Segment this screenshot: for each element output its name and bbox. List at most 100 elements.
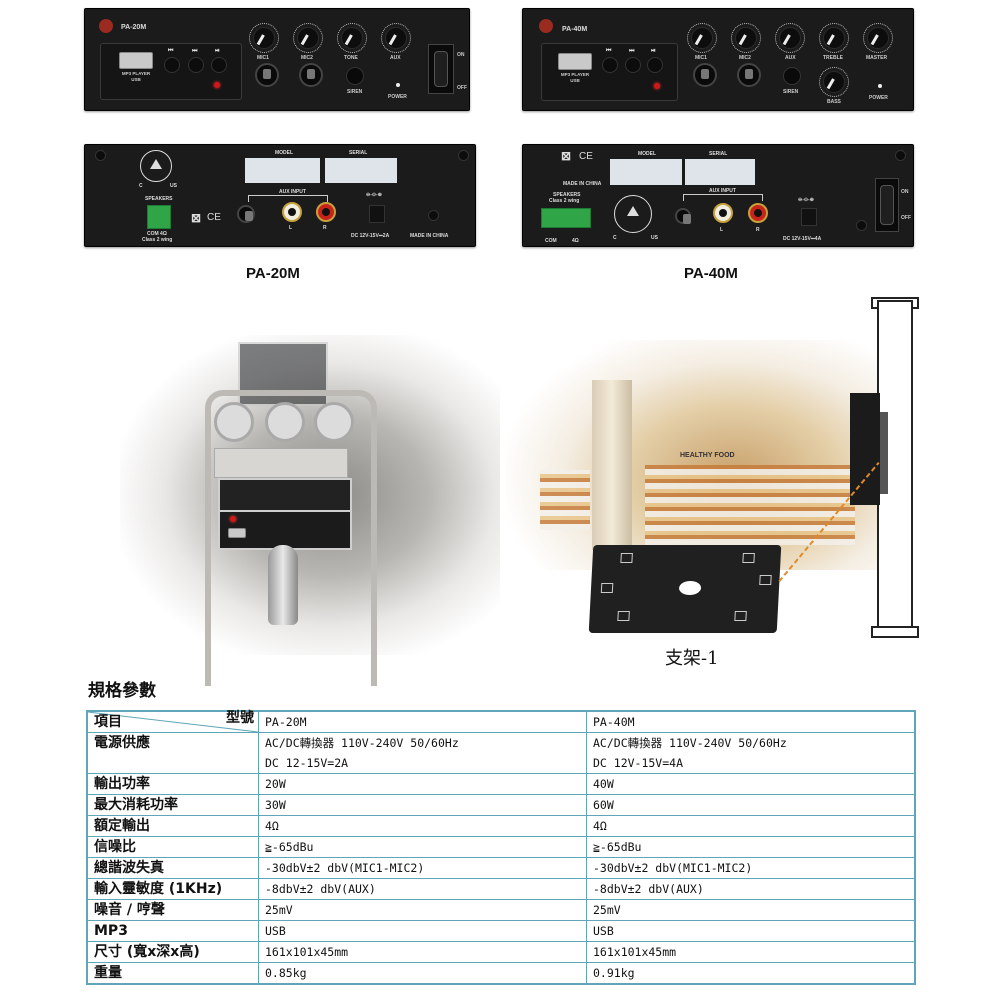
mic1-knob[interactable] [253, 27, 275, 49]
header-model: 型號 [226, 710, 254, 726]
power-switch[interactable] [875, 178, 899, 232]
car-glovebox [214, 448, 348, 478]
treble-knob[interactable] [823, 27, 845, 49]
aux-mini-jack[interactable] [237, 205, 255, 223]
brand-logo-icon [99, 19, 113, 33]
play-pause-button[interactable] [211, 57, 227, 73]
mic2-jack[interactable] [737, 63, 761, 87]
row-key: 信噪比 [86, 836, 259, 858]
row-value-pa20m: 0.85kg [258, 962, 587, 985]
mic2-knob[interactable] [735, 27, 757, 49]
cert-us: US [170, 183, 177, 189]
bracket-slot [742, 553, 755, 563]
knob-scale [731, 23, 761, 53]
switch-on-label: ON [901, 189, 909, 195]
next-icon: ⏭ [629, 47, 635, 54]
aux-mini-jack[interactable] [675, 208, 691, 224]
row-key: 輸出功率 [86, 773, 259, 795]
mic2-jack[interactable] [299, 63, 323, 87]
row-value-pa20m: ≧-65dBu [258, 836, 587, 858]
usb-port [228, 528, 246, 538]
mic1-jack[interactable] [255, 63, 279, 87]
aux-knob-label: AUX [785, 55, 796, 61]
prev-button[interactable] [164, 57, 180, 73]
knob-scale [249, 23, 279, 53]
mic1-jack[interactable] [693, 63, 717, 87]
row-value-pa20m: -8dbV±2 dbV(AUX) [258, 878, 587, 900]
aux-rca-left[interactable] [282, 202, 302, 222]
tone-knob-label: TONE [344, 55, 358, 61]
power-switch[interactable] [428, 44, 454, 94]
row-key: 電源供應 [86, 732, 259, 774]
prev-button[interactable] [602, 57, 618, 73]
pa20m-rear-panel: C US SPEAKERS COM 4Ω Class 2 wing ⊠ CE M… [84, 144, 476, 247]
bass-knob-label: BASS [827, 99, 841, 105]
made-in-label: MADE IN CHINA [563, 181, 602, 187]
aux-rca-left[interactable] [713, 203, 733, 223]
speaker-terminal[interactable] [541, 208, 591, 228]
knob-scale [775, 23, 805, 53]
next-button[interactable] [188, 57, 204, 73]
knob-scale [819, 67, 849, 97]
dc-input-jack[interactable] [801, 208, 817, 226]
aux-rca-right[interactable] [316, 202, 336, 222]
next-button[interactable] [625, 57, 641, 73]
table-row: MP3 USB USB [86, 920, 916, 942]
store-shelf [645, 465, 855, 545]
ground-post [428, 210, 439, 221]
row-value-pa40m: 4Ω [586, 815, 916, 837]
caption-pa20m: PA-20M [246, 265, 300, 282]
aux-bracket-line [683, 194, 763, 201]
mp3-led [214, 82, 220, 88]
treble-knob-label: TREBLE [823, 55, 843, 61]
serial-label: SERIAL [349, 150, 368, 156]
dc-polarity-icon: ⊖-⊙-⊕ [798, 197, 814, 203]
knob-scale [687, 23, 717, 53]
knob-scale [381, 23, 411, 53]
pa40m-rear-panel: ⊠ CE MADE IN CHINA SPEAKERS Class 2 wing… [522, 144, 914, 247]
bass-knob[interactable] [823, 71, 845, 93]
speakers-label: SPEAKERS [145, 196, 173, 202]
mic2-knob-label: MIC2 [301, 55, 313, 61]
knob-scale [863, 23, 893, 53]
play-pause-button[interactable] [647, 57, 663, 73]
speaker-terminal[interactable] [147, 205, 171, 229]
aux-knob[interactable] [779, 27, 801, 49]
rocker-icon [880, 185, 894, 225]
speakers-spec: Class 2 wing [549, 198, 580, 204]
weee-icon: ⊠ [561, 149, 572, 163]
car-climate-panel [218, 478, 352, 512]
aux-knob[interactable] [385, 27, 407, 49]
tone-knob[interactable] [341, 27, 363, 49]
row-value-pa20m: 161x101x45mm [258, 941, 587, 963]
header-item: 項目 [94, 714, 122, 730]
table-row: 重量 0.85kg 0.91kg [86, 962, 916, 985]
ground-post [856, 220, 867, 231]
mic2-knob[interactable] [297, 27, 319, 49]
model-sticker [245, 158, 320, 183]
terminal-com-label: COM [545, 238, 557, 244]
switch-off-label: OFF [457, 85, 467, 91]
mic1-knob[interactable] [691, 27, 713, 49]
wall-bracket [880, 412, 888, 494]
dc-input-jack[interactable] [369, 205, 385, 223]
aux-rca-right[interactable] [748, 203, 768, 223]
front-model-label: PA-40M [562, 26, 588, 33]
master-knob[interactable] [867, 27, 889, 49]
rca-right-label: R [756, 227, 760, 233]
rca-left-label: L [720, 227, 724, 233]
usb-port[interactable] [558, 53, 592, 70]
serial-label: SERIAL [709, 151, 728, 157]
table-row: 噪音 / 哼聲 25mV 25mV [86, 899, 916, 921]
row-value-pa40m: 0.91kg [586, 962, 916, 985]
usb-port[interactable] [119, 52, 153, 69]
siren-button[interactable] [346, 67, 364, 85]
bracket-center-hole [678, 581, 702, 595]
siren-button[interactable] [783, 67, 801, 85]
speakers-spec-1: COM 4Ω [147, 231, 167, 237]
table-row: 輸入靈敏度 (1KHz) -8dbV±2 dbV(AUX) -8dbV±2 db… [86, 878, 916, 900]
header-col-pa20m: PA-20M [258, 710, 587, 733]
mp3-led [654, 83, 660, 89]
